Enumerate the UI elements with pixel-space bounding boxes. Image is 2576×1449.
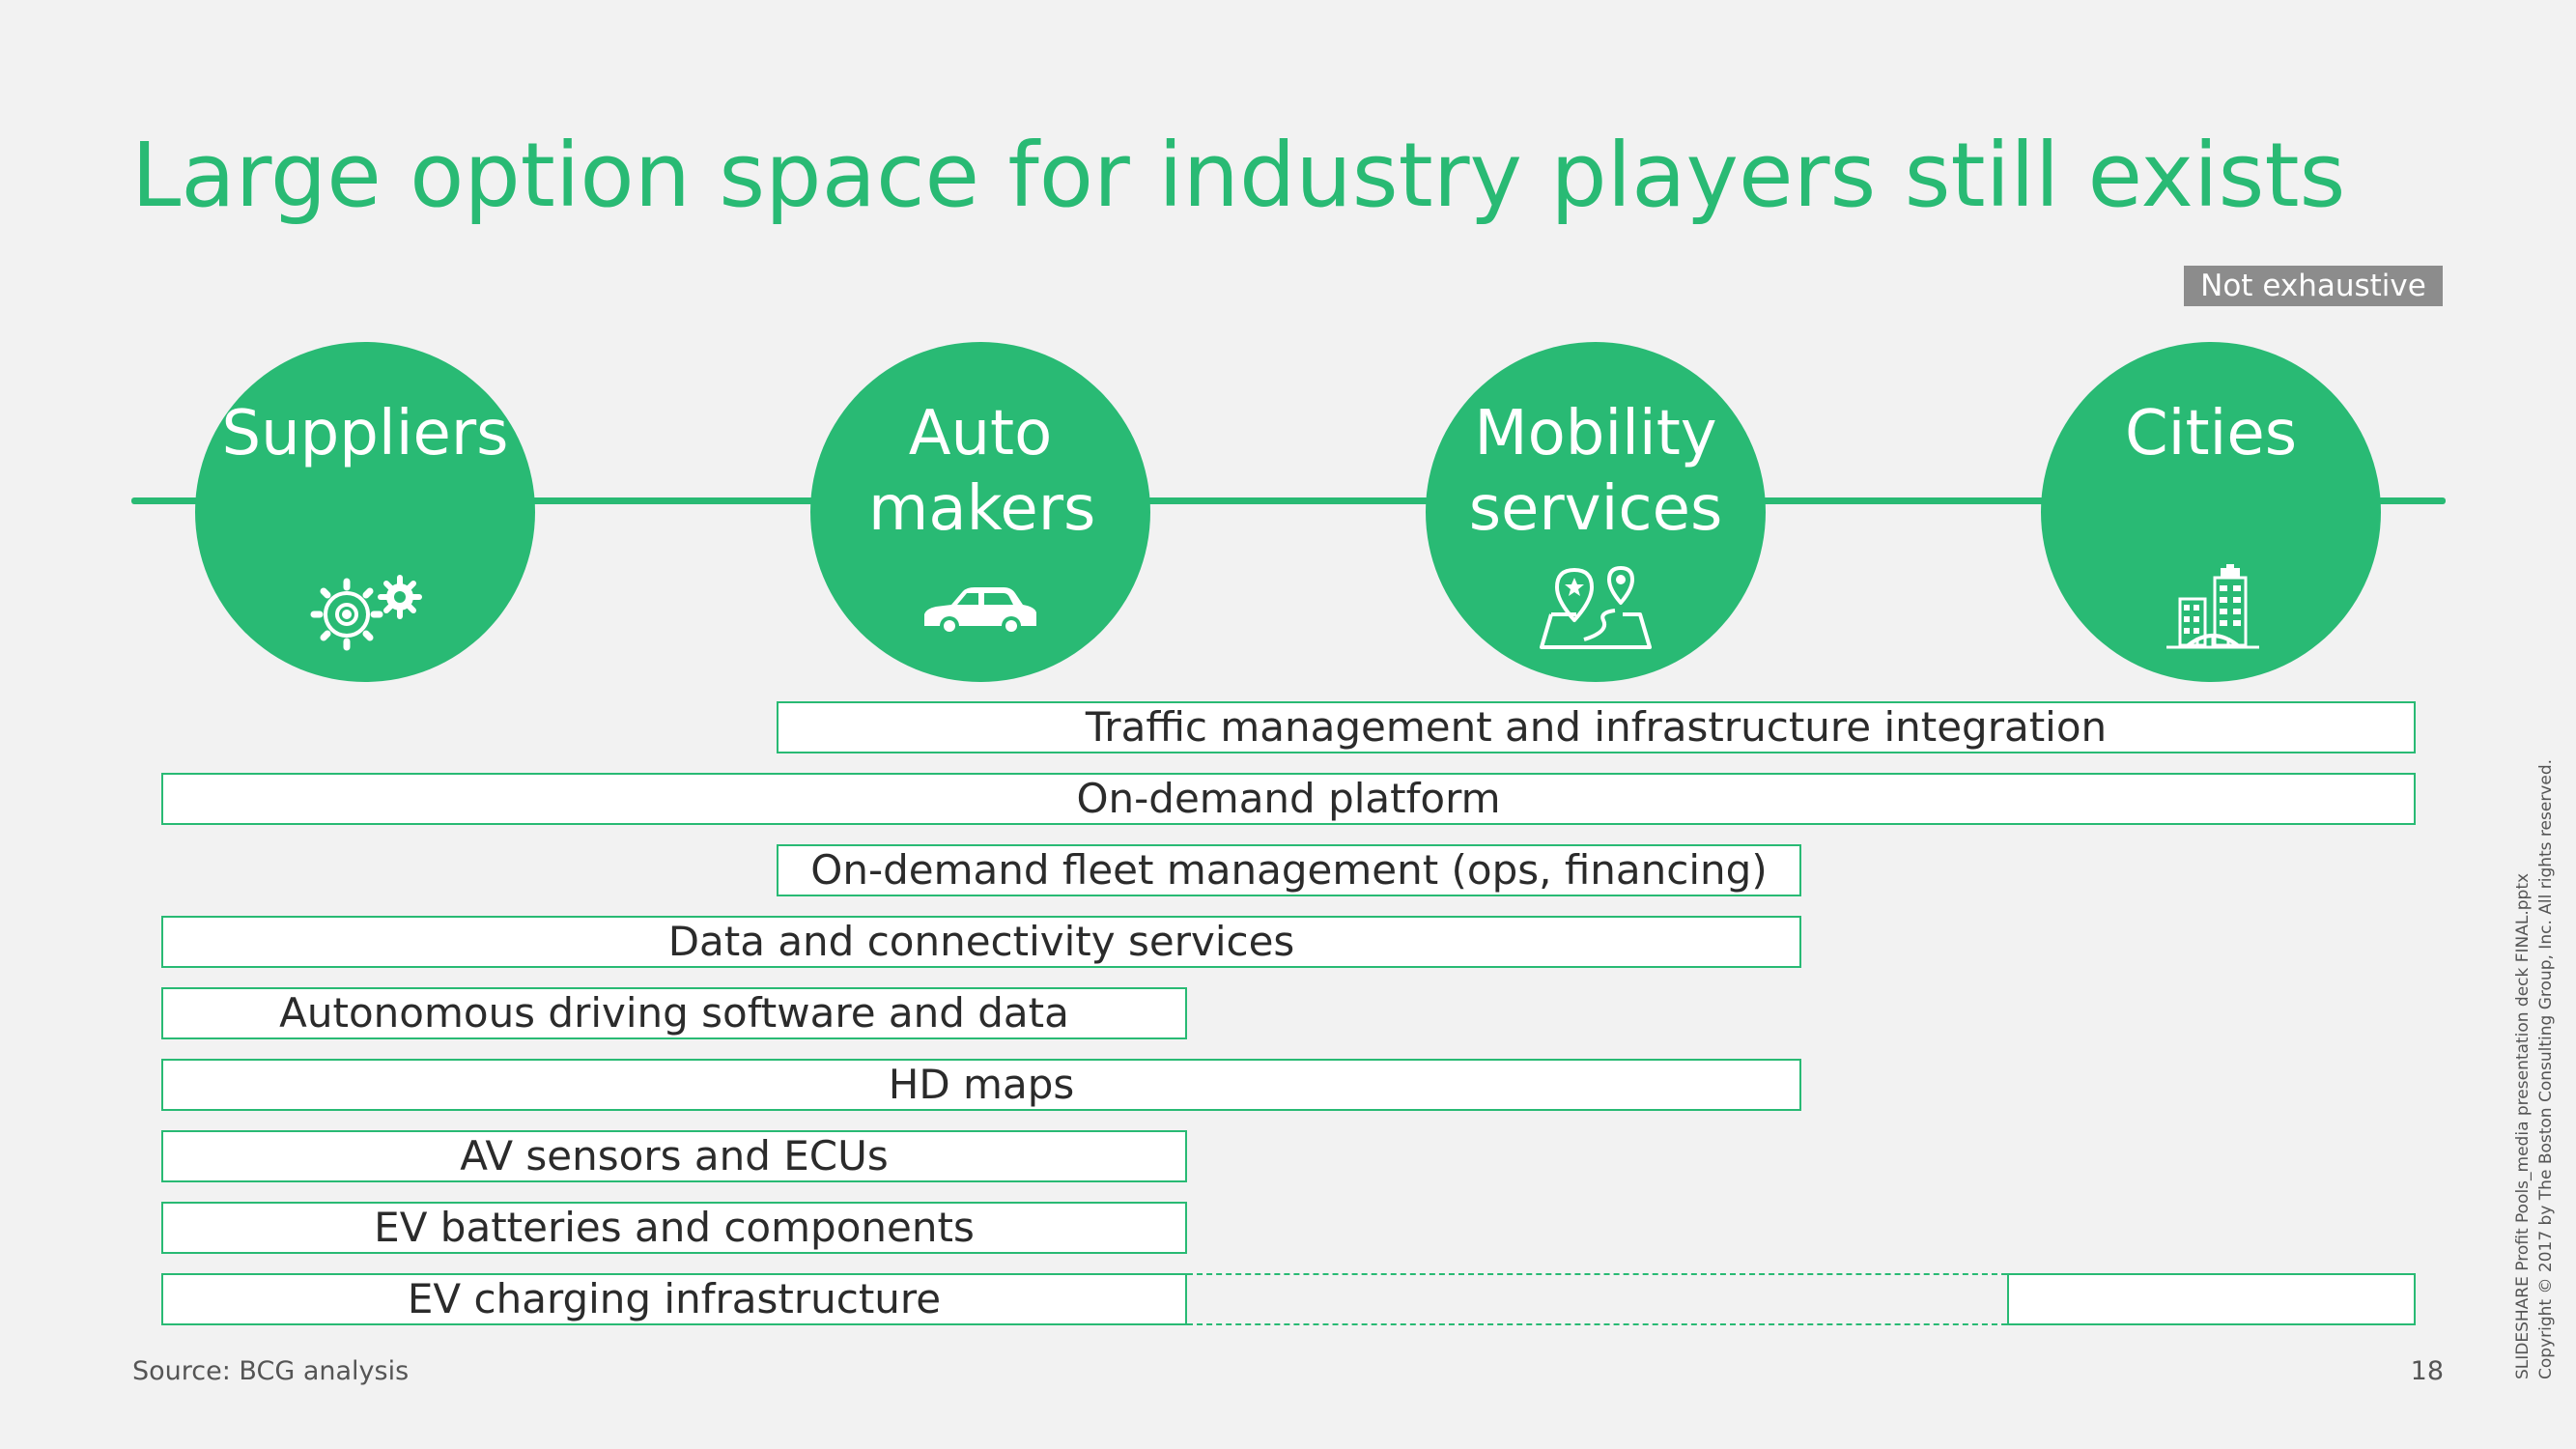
option-bar-on-demand-platform: On-demand platform	[161, 773, 2416, 825]
option-bar-ev-charging: EV charging infrastructure	[161, 1273, 1187, 1325]
timeline-line	[131, 497, 2446, 504]
option-bar-hd-maps: HD maps	[161, 1059, 1801, 1111]
option-bar-data-connectivity: Data and connectivity services	[161, 916, 1801, 968]
city-buildings-icon	[2166, 564, 2259, 649]
page-number: 18	[2410, 1356, 2444, 1386]
map-pins-icon	[1540, 566, 1652, 649]
option-bar-traffic-management: Traffic management and infrastructure in…	[777, 701, 2416, 753]
not-exhaustive-badge: Not exhaustive	[2184, 266, 2443, 306]
option-bar-ev-charging-cities	[2007, 1273, 2416, 1325]
player-circle-suppliers: Suppliers	[195, 342, 535, 682]
copyright-note: SLIDESHARE Profit Pools_media presentati…	[2511, 752, 2558, 1379]
gears-icon	[310, 575, 422, 651]
player-label-auto-makers: Auto makers	[868, 398, 1096, 545]
slide-title: Large option space for industry players …	[131, 124, 2346, 227]
option-bar-av-sensors: AV sensors and ECUs	[161, 1130, 1187, 1182]
car-icon	[924, 587, 1036, 636]
option-bar-fleet-management: On-demand fleet management (ops, financi…	[777, 844, 1801, 896]
option-bar-autonomous-driving: Autonomous driving software and data	[161, 987, 1187, 1039]
copyright-line-2: Copyright © 2017 by The Boston Consultin…	[2536, 758, 2556, 1379]
player-circle-cities: Cities	[2041, 342, 2381, 682]
player-circle-mobility-services: Mobility services	[1426, 342, 1766, 682]
option-bar-ev-charging-dashed-gap	[1187, 1273, 2007, 1325]
player-label-cities: Cities	[2124, 398, 2298, 469]
option-bar-ev-batteries: EV batteries and components	[161, 1202, 1187, 1254]
source-note: Source: BCG analysis	[132, 1356, 410, 1386]
player-label-suppliers: Suppliers	[221, 398, 509, 469]
player-label-mobility-services: Mobility services	[1468, 398, 1723, 545]
player-circle-auto-makers: Auto makers	[810, 342, 1150, 682]
copyright-line-1: SLIDESHARE Profit Pools_media presentati…	[2513, 872, 2533, 1379]
